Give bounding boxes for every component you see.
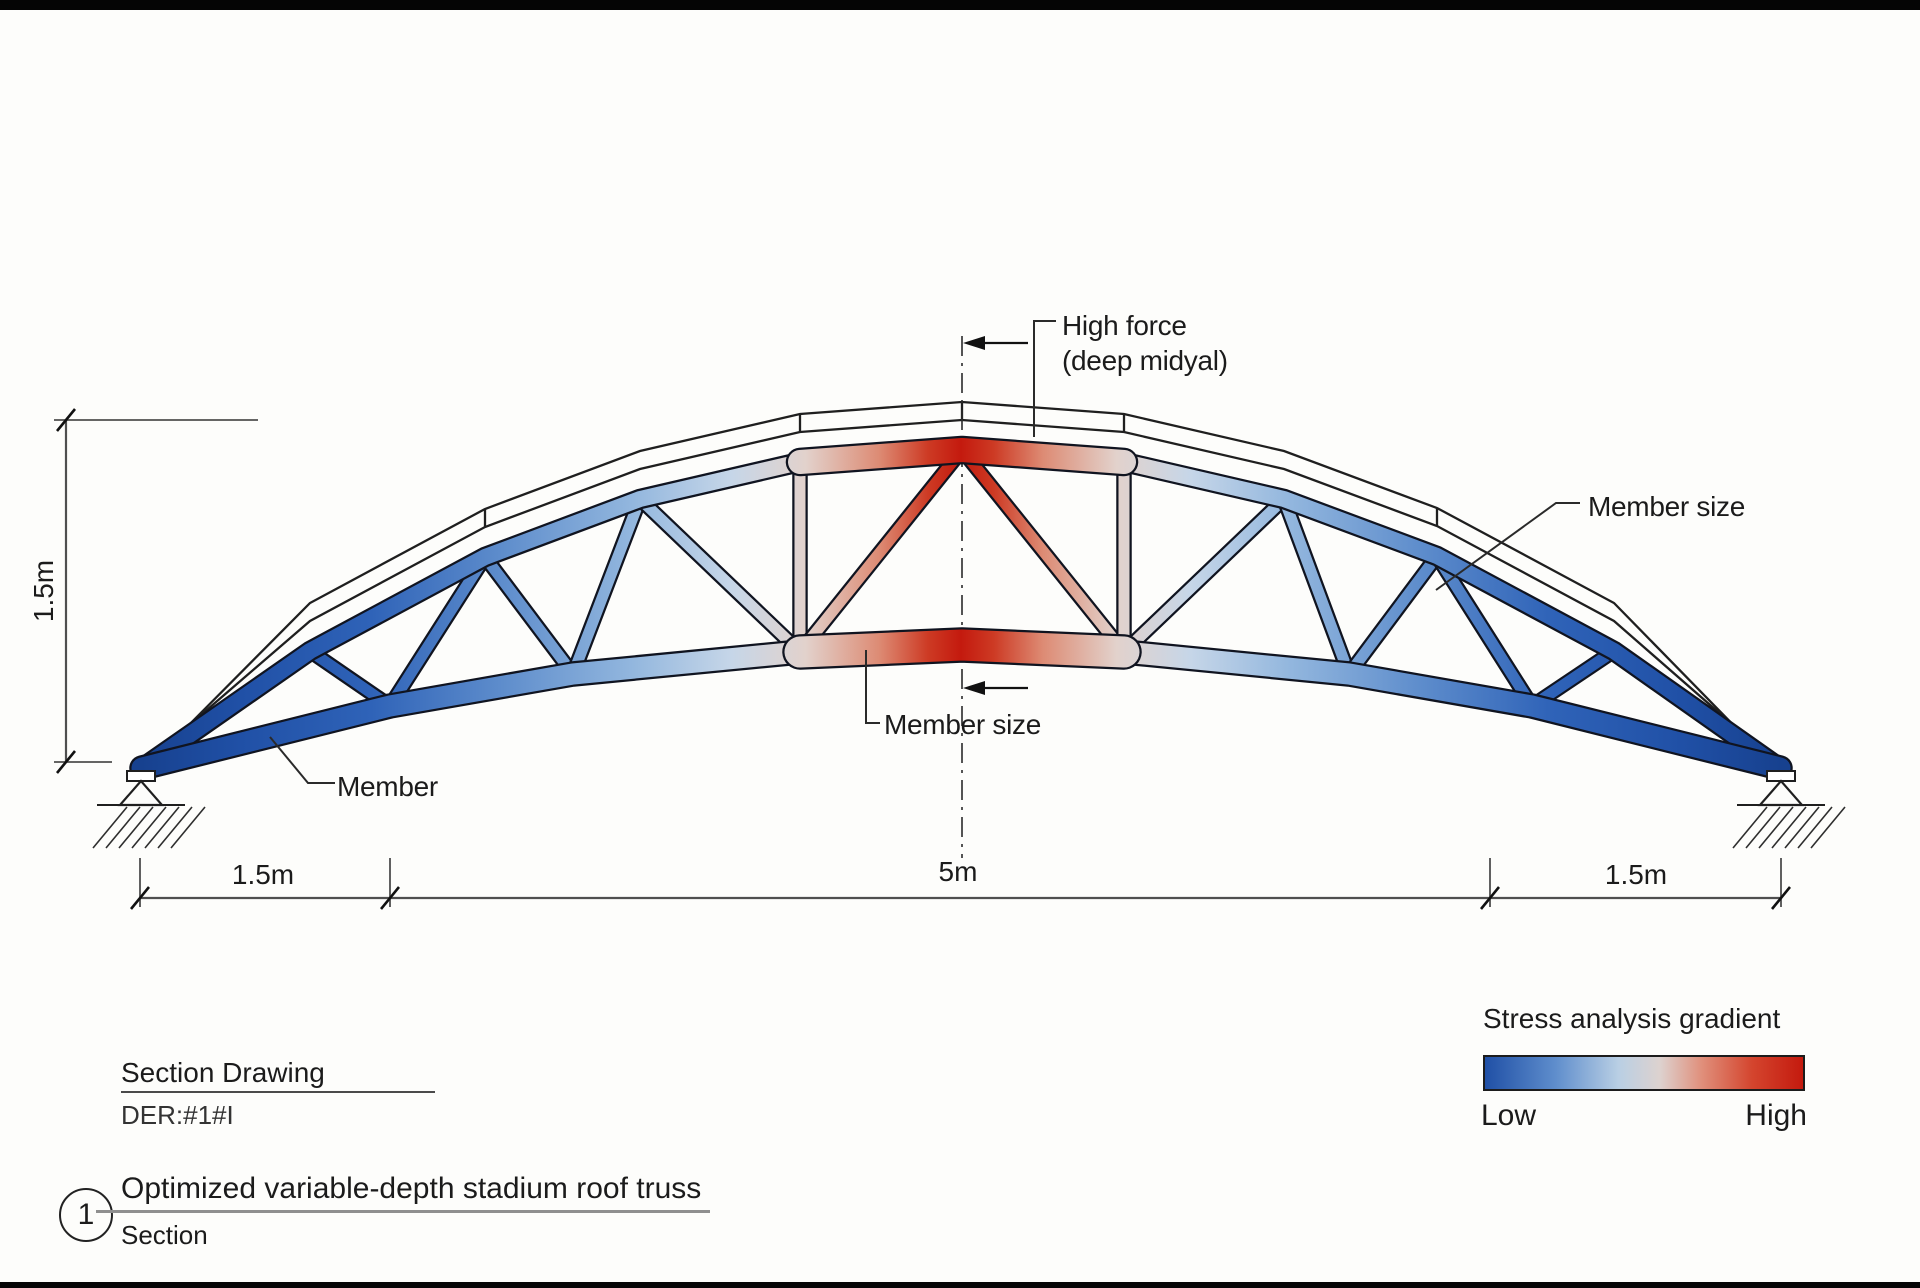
detail-number-circle: 1 — [59, 1188, 113, 1242]
detail-number: 1 — [77, 1198, 95, 1231]
sheet-title: Optimized variable-depth stadium roof tr… — [121, 1172, 702, 1205]
member-size-right-label: Member size — [1588, 491, 1745, 522]
legend-end-labels: Low High — [1481, 1099, 1807, 1133]
legend-low-label: Low — [1481, 1099, 1537, 1132]
der-note: DER:#1#I — [121, 1100, 234, 1130]
sheet-bottom-edge — [0, 1282, 1920, 1288]
high-force-label: High force (deep midyal) — [1062, 308, 1228, 378]
sheet-title-rule — [96, 1210, 710, 1213]
dim-bottom-right-label: 1.5m — [1604, 859, 1668, 890]
annotation-leaders — [269, 320, 1580, 784]
dim-bottom-center-label: 5m — [938, 856, 978, 887]
sheet-top-edge — [0, 0, 1920, 10]
legend-title: Stress analysis gradient — [1483, 1003, 1781, 1034]
dim-left-height-label: 1.5m — [28, 559, 59, 623]
section-drawing-title: Section Drawing — [121, 1057, 325, 1088]
dim-bottom-left-label: 1.5m — [231, 859, 295, 890]
truss-members — [129, 435, 1793, 781]
dimension-lines — [54, 408, 1792, 910]
section-drawing-rule — [121, 1091, 435, 1093]
member-label: Member — [337, 771, 438, 802]
legend-high-label: High — [1745, 1099, 1807, 1132]
pin-supports — [92, 770, 1846, 849]
sheet-subtitle: Section — [121, 1220, 208, 1250]
member-size-center-label: Member size — [884, 709, 1041, 740]
stress-gradient-bar — [1483, 1055, 1805, 1091]
high-force-line2: (deep midyal) — [1062, 345, 1228, 376]
high-force-line1: High force — [1062, 310, 1187, 341]
